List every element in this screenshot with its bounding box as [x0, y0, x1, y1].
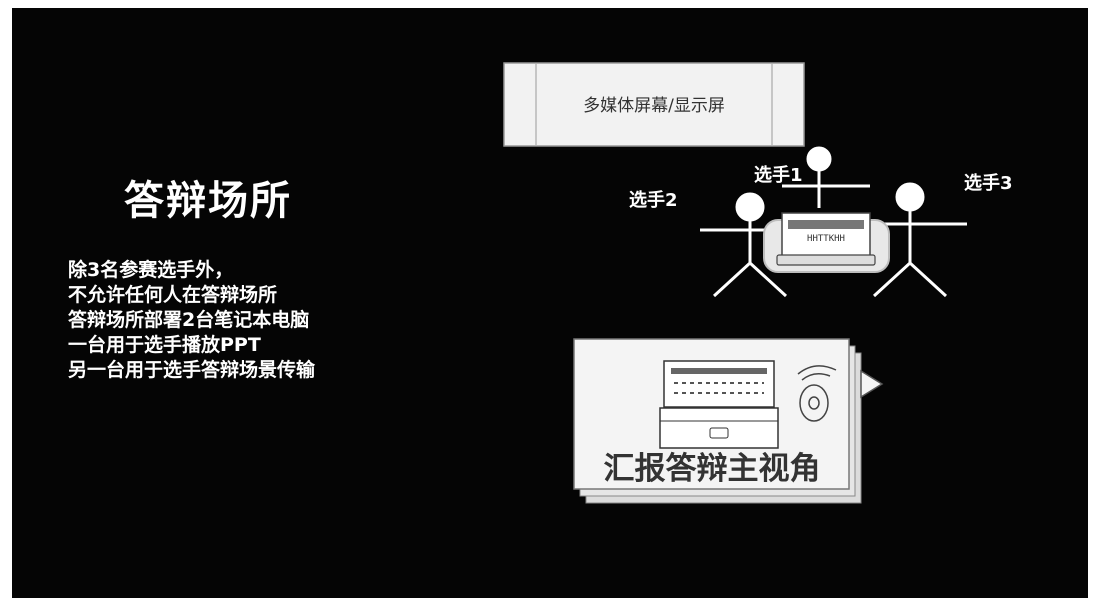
player-2-head	[735, 192, 765, 222]
laptop-label: HHTTKHH	[807, 234, 845, 244]
description-line: 另一台用于选手答辩场景传输	[68, 359, 316, 381]
player-1-head	[806, 146, 832, 172]
description-block: 除3名参赛选手外， 不允许任何人在答辩场所 答辩场所部署2台笔记本电脑 一台用于…	[68, 258, 315, 383]
page-title: 答辩场所	[124, 178, 292, 224]
multimedia-screen: 多媒体屏幕/显示屏	[503, 62, 805, 147]
laptop-icon-topbar	[671, 368, 767, 374]
description-line: 一台用于选手播放PPT	[68, 334, 261, 356]
main-view-card: 汇报答辩主视角	[573, 338, 884, 504]
screen-box	[503, 62, 805, 147]
player-1-label: 选手1	[754, 164, 803, 186]
player-3-figure	[872, 182, 967, 298]
description-line: 不允许任何人在答辩场所	[68, 284, 278, 306]
screen-label: 多媒体屏幕/显示屏	[583, 96, 725, 116]
slide: 答辩场所 除3名参赛选手外， 不允许任何人在答辩场所 答辩场所部署2台笔记本电脑…	[12, 8, 1088, 598]
player-3-head	[895, 182, 925, 212]
description-line: 答辩场所部署2台笔记本电脑	[68, 309, 310, 331]
laptop-topbar	[788, 220, 864, 229]
player-2-label: 选手2	[629, 189, 678, 211]
description-line: 除3名参赛选手外，	[68, 259, 234, 281]
player-3-leg-right	[908, 261, 948, 298]
laptop-keyboard-icon	[776, 254, 876, 266]
laptop-table: HHTTKHH	[763, 212, 890, 273]
player-2-leg-right	[748, 261, 788, 298]
player-2-figure	[700, 192, 792, 298]
play-arrow-icon	[860, 369, 884, 399]
player-1-figure	[782, 146, 870, 208]
player-3-leg-left	[872, 261, 912, 298]
main-view-label: 汇报答辩主视角	[604, 451, 821, 487]
player-2-leg-left	[712, 261, 752, 298]
disc-icon	[797, 365, 837, 422]
laptop-icon-touchpad	[709, 427, 729, 439]
player-3-label: 选手3	[964, 172, 1013, 194]
room-diagram: 多媒体屏幕/显示屏 选手1 选手2 选手3	[503, 62, 1013, 504]
